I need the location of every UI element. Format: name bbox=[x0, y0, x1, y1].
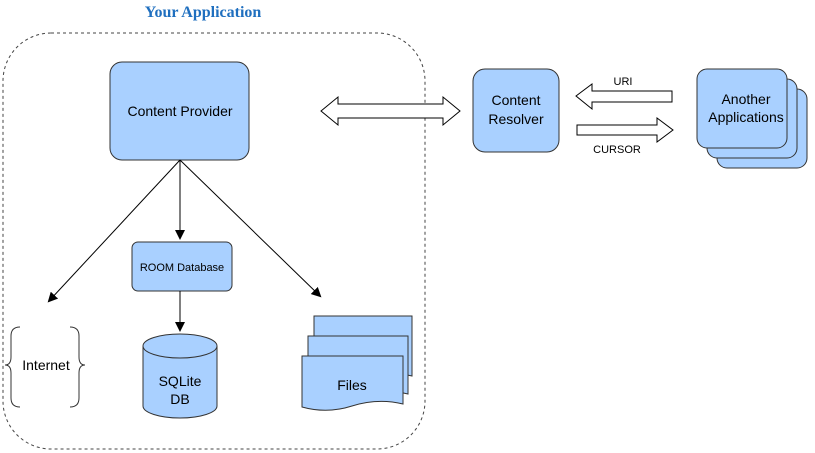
content-provider-label: Content Provider bbox=[127, 103, 232, 119]
diagram-title: Your Application bbox=[145, 4, 262, 21]
files-label: Files bbox=[337, 377, 367, 393]
double-arrow-provider-resolver bbox=[320, 95, 461, 127]
internet-left-brace bbox=[4, 326, 21, 408]
sqlite-db-node[interactable]: SQLite DB bbox=[142, 333, 218, 419]
room-database-node[interactable] bbox=[131, 241, 233, 292]
sqlite-db-body bbox=[142, 346, 218, 419]
internet-node[interactable]: Internet bbox=[4, 326, 86, 408]
sqlite-db-label-line2: DB bbox=[170, 391, 189, 407]
sqlite-db-label-line1: SQLite bbox=[159, 373, 202, 389]
internet-label: Internet bbox=[22, 357, 70, 373]
application-container bbox=[2, 32, 426, 450]
arrow-provider-to-internet bbox=[47, 159, 181, 303]
another-applications-label-line1: Another bbox=[721, 91, 770, 107]
internet-right-brace bbox=[69, 326, 86, 408]
uri-arrow bbox=[575, 83, 673, 111]
another-applications-node[interactable]: Another Applications bbox=[696, 68, 808, 169]
files-doc-front bbox=[301, 355, 404, 411]
uri-label: URI bbox=[614, 76, 633, 88]
files-node[interactable]: Files bbox=[301, 315, 413, 411]
cursor-label: CURSOR bbox=[593, 144, 641, 156]
content-resolver-label-line1: Content bbox=[491, 92, 540, 108]
sqlite-db-top bbox=[142, 333, 218, 359]
another-applications-label-line2: Applications bbox=[708, 109, 784, 125]
room-database-label: ROOM Database bbox=[140, 262, 224, 274]
content-resolver-label-line2: Resolver bbox=[488, 111, 544, 127]
cursor-arrow bbox=[576, 117, 674, 143]
arrow-provider-to-files bbox=[179, 159, 322, 298]
content-resolver-node[interactable] bbox=[472, 68, 560, 153]
another-applications-front bbox=[696, 68, 788, 149]
